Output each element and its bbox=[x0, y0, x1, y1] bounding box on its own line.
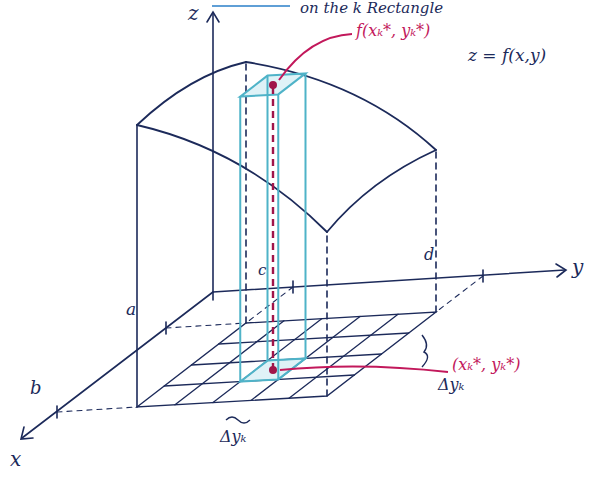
dimension-label: Δyₖ bbox=[220, 428, 246, 446]
guide-line bbox=[166, 323, 246, 328]
point-label: (xₖ*, yₖ*) bbox=[452, 356, 520, 374]
column bbox=[240, 73, 305, 381]
axis-label: y bbox=[572, 256, 583, 278]
height-line bbox=[272, 85, 274, 370]
axis-arrowhead bbox=[207, 12, 219, 22]
point-label: f(xₖ*, yₖ*) bbox=[356, 22, 430, 40]
axis-arrowhead bbox=[21, 427, 33, 439]
guide-line bbox=[57, 407, 137, 412]
leader-line bbox=[279, 34, 352, 80]
wall-edge bbox=[245, 62, 247, 323]
heading-rule bbox=[212, 5, 290, 7]
dimension-label: Δyₖ bbox=[438, 376, 464, 394]
wall-edge bbox=[435, 150, 437, 312]
surface-label: z = f(x,y) bbox=[468, 46, 546, 65]
heading: on the k Rectangle bbox=[300, 0, 443, 17]
brace bbox=[422, 335, 428, 367]
brace bbox=[226, 417, 250, 423]
guide-line bbox=[246, 287, 293, 323]
x-axis bbox=[22, 292, 213, 438]
axis-label: d bbox=[424, 246, 434, 264]
axis-label: a bbox=[126, 300, 136, 319]
sample-point bbox=[269, 366, 277, 374]
surface-point bbox=[269, 81, 277, 89]
axis-label: x bbox=[10, 448, 21, 470]
z-axis bbox=[212, 14, 214, 300]
wall-edge bbox=[136, 125, 138, 407]
guide-line bbox=[436, 276, 483, 312]
leader-line bbox=[280, 366, 448, 372]
wall-edge bbox=[326, 232, 328, 396]
axis-label: z bbox=[188, 2, 199, 24]
surface bbox=[137, 62, 436, 232]
axis-label: c bbox=[258, 262, 266, 279]
axis-label: b bbox=[30, 378, 42, 398]
base-grid bbox=[137, 312, 436, 407]
axis-arrowhead bbox=[556, 264, 566, 277]
